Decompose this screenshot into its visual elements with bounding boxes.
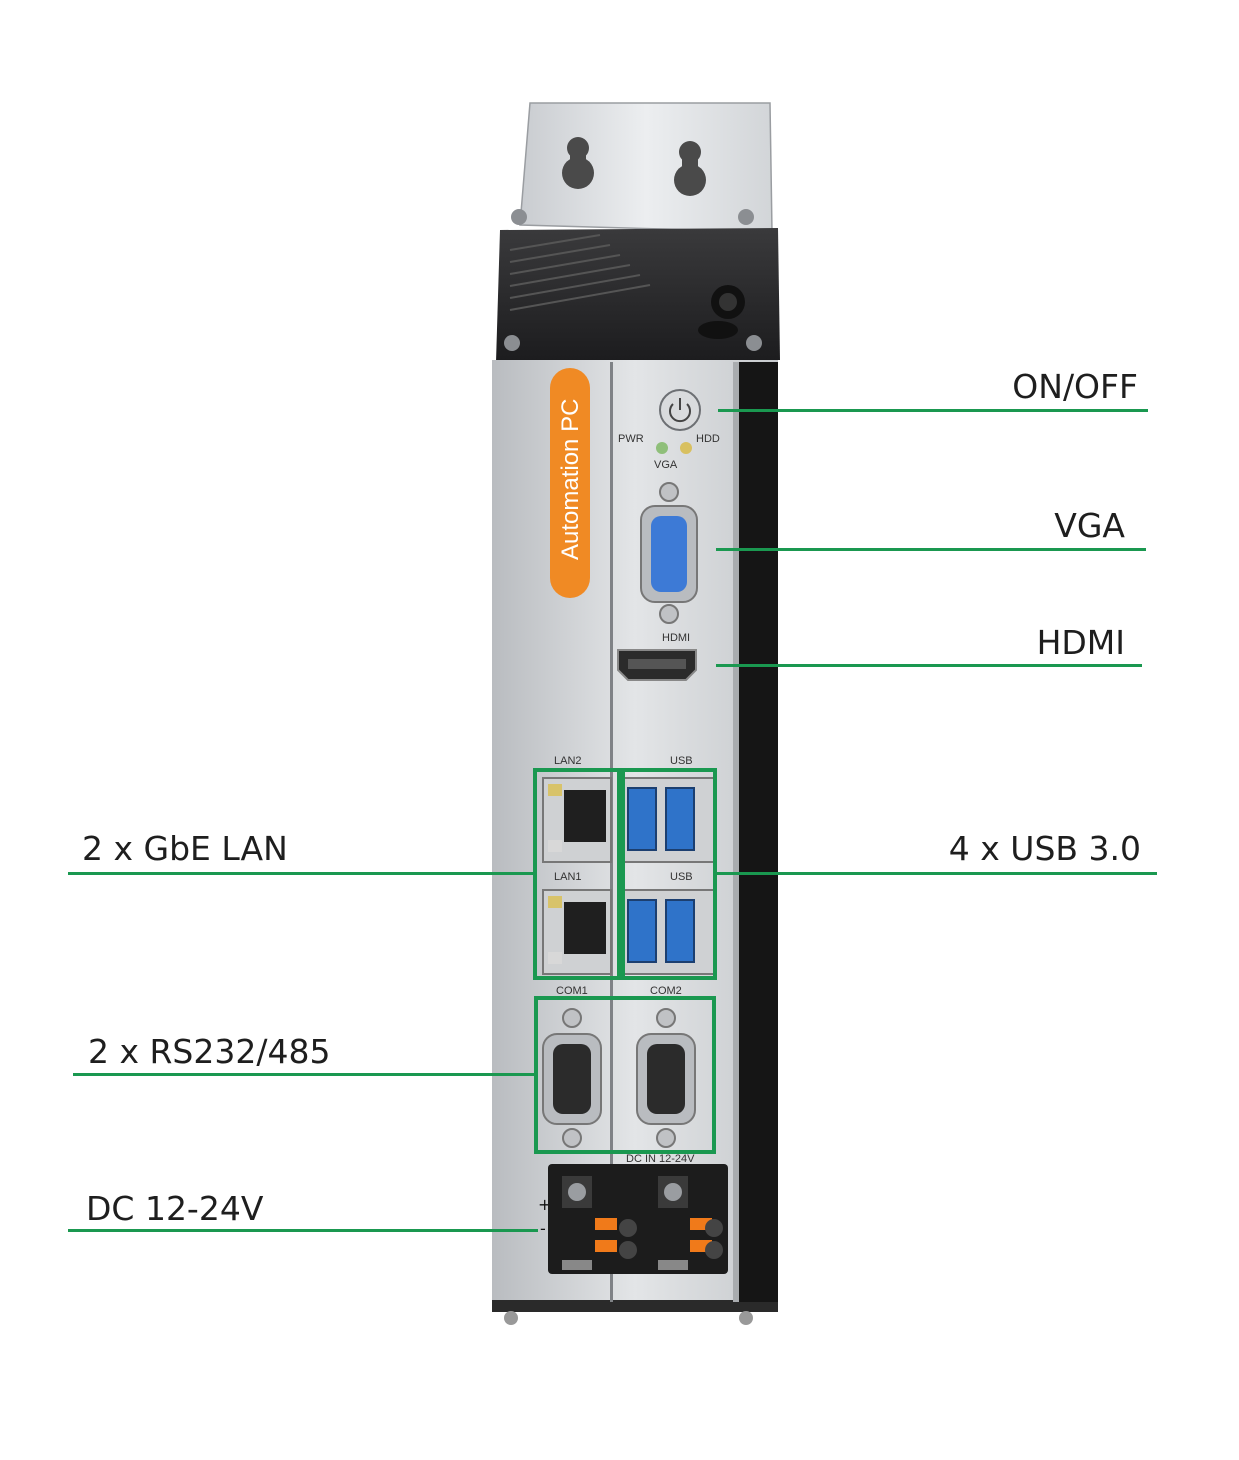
lan1-port-label: LAN1 — [554, 871, 582, 883]
vga-callout-label: VGA — [1054, 506, 1125, 545]
mounting-bracket — [519, 102, 773, 233]
usb-callout-line — [715, 872, 1157, 875]
com1-port-label: COM1 — [556, 985, 588, 997]
brand-label: Automation PC — [557, 399, 584, 560]
vga-port — [640, 482, 698, 624]
on-off-callout-line — [718, 409, 1148, 412]
com1-port — [542, 1008, 602, 1148]
on-off-callout-label: ON/OFF — [1012, 367, 1138, 406]
hdd-led-label: HDD — [696, 433, 720, 445]
hdmi-callout-line — [716, 664, 1142, 667]
com-highlight-box — [534, 996, 716, 1154]
pwr-led — [656, 442, 668, 454]
power-icon — [669, 398, 691, 423]
power-button[interactable] — [659, 389, 701, 431]
hdd-led — [680, 442, 692, 454]
usb-port-group-bottom — [621, 889, 715, 975]
dc-terminal-block — [548, 1164, 728, 1274]
com2-port — [636, 1008, 696, 1148]
usb-bottom-label: USB — [670, 871, 693, 883]
top-heatsink — [496, 209, 780, 362]
dc-callout-line — [68, 1229, 538, 1232]
hdmi-port-label: HDMI — [662, 632, 690, 644]
lan1-port — [542, 889, 612, 975]
hdmi-callout-label: HDMI — [1036, 623, 1125, 662]
lan2-port-label: LAN2 — [554, 755, 582, 767]
rs232-callout-label: 2 x RS232/485 — [88, 1032, 331, 1071]
usb-top-label: USB — [670, 755, 693, 767]
rs232-callout-line — [73, 1073, 536, 1076]
pwr-led-label: PWR — [618, 433, 644, 445]
usb-port-group-top — [621, 777, 715, 863]
hdmi-port — [617, 649, 697, 681]
minus-label: - — [540, 1219, 546, 1238]
gbe-lan-callout-label: 2 x GbE LAN — [82, 829, 288, 868]
com2-port-label: COM2 — [650, 985, 682, 997]
gbe-lan-callout-line — [68, 872, 536, 875]
brand-strip: Automation PC — [550, 368, 590, 598]
usb-callout-label: 4 x USB 3.0 — [948, 829, 1141, 868]
keyhole-slot-right — [674, 141, 706, 196]
dc-callout-label: DC 12-24V — [86, 1189, 264, 1228]
vga-port-label: VGA — [654, 459, 678, 471]
lan2-port — [542, 777, 612, 863]
vga-callout-line — [716, 548, 1146, 551]
dc-in-label: DC IN 12-24V — [626, 1153, 695, 1165]
keyhole-slot-left — [562, 137, 594, 189]
